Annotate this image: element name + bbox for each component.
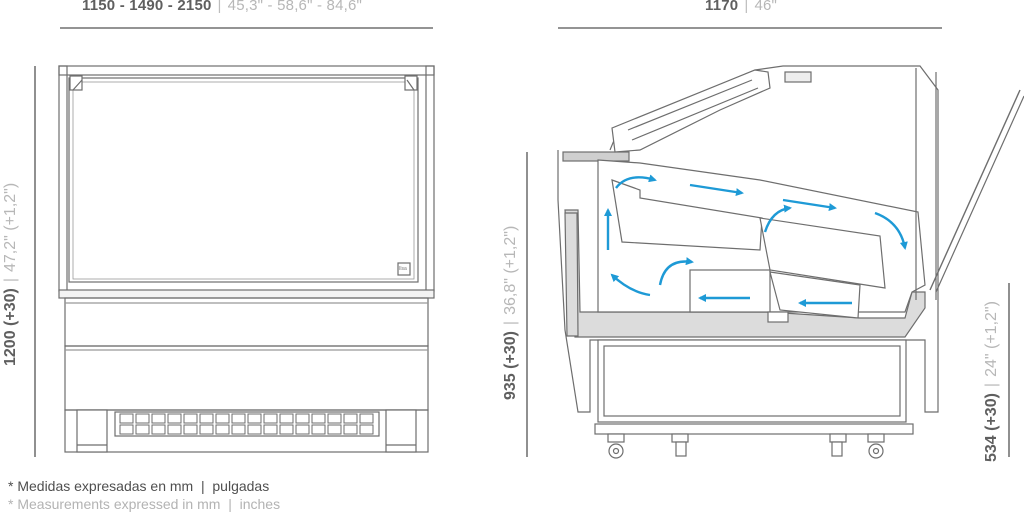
grille-slot — [359, 424, 374, 435]
grille-slot — [151, 413, 166, 424]
front-counter — [58, 289, 435, 299]
grille-slot — [151, 424, 166, 435]
grille-slot — [311, 413, 326, 424]
insulated-tub — [564, 209, 926, 338]
grille-slot — [359, 413, 374, 424]
grille-slot — [343, 424, 358, 435]
side-depth-imperial: 46" — [754, 0, 778, 14]
grille-slot — [327, 424, 342, 435]
airflow-arrow-icon — [689, 183, 744, 197]
grille-slot — [327, 413, 342, 424]
front-width-dimension: 1150 - 1490 - 2150 | 45,3" - 58,6" - 84,6" — [82, 0, 362, 14]
grille-slot — [119, 424, 134, 435]
grille-slot — [215, 424, 230, 435]
base-cabinet — [597, 339, 907, 423]
upper-shelf-right — [759, 217, 886, 289]
footnote-spanish: * Medidas expresadas en mm | pulgadas — [8, 478, 270, 494]
caster-wheel-icon — [608, 443, 624, 459]
grille-slot — [295, 413, 310, 424]
side-profile — [557, 65, 939, 413]
grille-slot — [167, 424, 182, 435]
front-grille-slots — [119, 413, 374, 435]
front-glass-panel — [68, 77, 419, 283]
front-lower-panel — [64, 345, 429, 411]
front-plinth — [64, 409, 429, 453]
separator: | — [744, 0, 749, 14]
lamp-icon — [784, 71, 812, 83]
grille-slot — [215, 413, 230, 424]
side-view — [557, 65, 1024, 459]
front-width-imperial: 45,3" - 58,6" - 84,6" — [227, 0, 363, 14]
grille-slot — [183, 424, 198, 435]
brand-badge-text: Ilsa — [399, 266, 407, 272]
grille-slot — [343, 413, 358, 424]
front-right-post — [425, 65, 435, 292]
grille-slot — [231, 424, 246, 435]
grille-slot — [183, 413, 198, 424]
front-grille — [114, 411, 380, 437]
grille-slot — [263, 424, 278, 435]
airflow-arrow-icon — [610, 273, 651, 297]
grille-slot — [295, 424, 310, 435]
front-view — [58, 65, 435, 453]
grille-slot — [119, 413, 134, 424]
lower-tray — [689, 269, 771, 313]
grille-slot — [279, 424, 294, 435]
grille-slot — [231, 413, 246, 424]
side-depth-dimension: 1170 | 46" — [705, 0, 777, 14]
grille-slot — [311, 424, 326, 435]
rear-counter-shelf — [562, 151, 630, 162]
caster-wheel-icon — [868, 443, 884, 459]
airflow-arrow-icon — [874, 211, 908, 250]
front-width-label: 1150 - 1490 - 2150 — [82, 0, 212, 14]
airflow-arrow-icon — [763, 204, 792, 233]
grille-slot — [167, 413, 182, 424]
product-tray — [769, 271, 861, 319]
grille-slot — [279, 413, 294, 424]
airflow-arrow-icon — [615, 174, 657, 189]
grille-slot — [247, 424, 262, 435]
plinth — [594, 423, 914, 435]
front-left-post — [58, 65, 68, 292]
airflow-arrow-icon — [658, 257, 694, 286]
grille-slot — [135, 413, 150, 424]
grille-slot — [247, 413, 262, 424]
grille-slot — [199, 413, 214, 424]
side-depth-label: 1170 — [705, 0, 739, 14]
airflow-arrows — [604, 174, 908, 307]
separator: | — [217, 0, 222, 14]
grille-slot — [135, 424, 150, 435]
airflow-arrow-icon — [782, 198, 837, 212]
brand-badge — [397, 262, 411, 276]
front-upper-panel — [64, 297, 429, 347]
grille-slot — [263, 413, 278, 424]
footnote-english: * Measurements expressed in mm | inches — [8, 496, 281, 512]
front-top-rail — [58, 65, 435, 76]
front-glass-lid — [929, 89, 1021, 291]
grille-slot — [199, 424, 214, 435]
